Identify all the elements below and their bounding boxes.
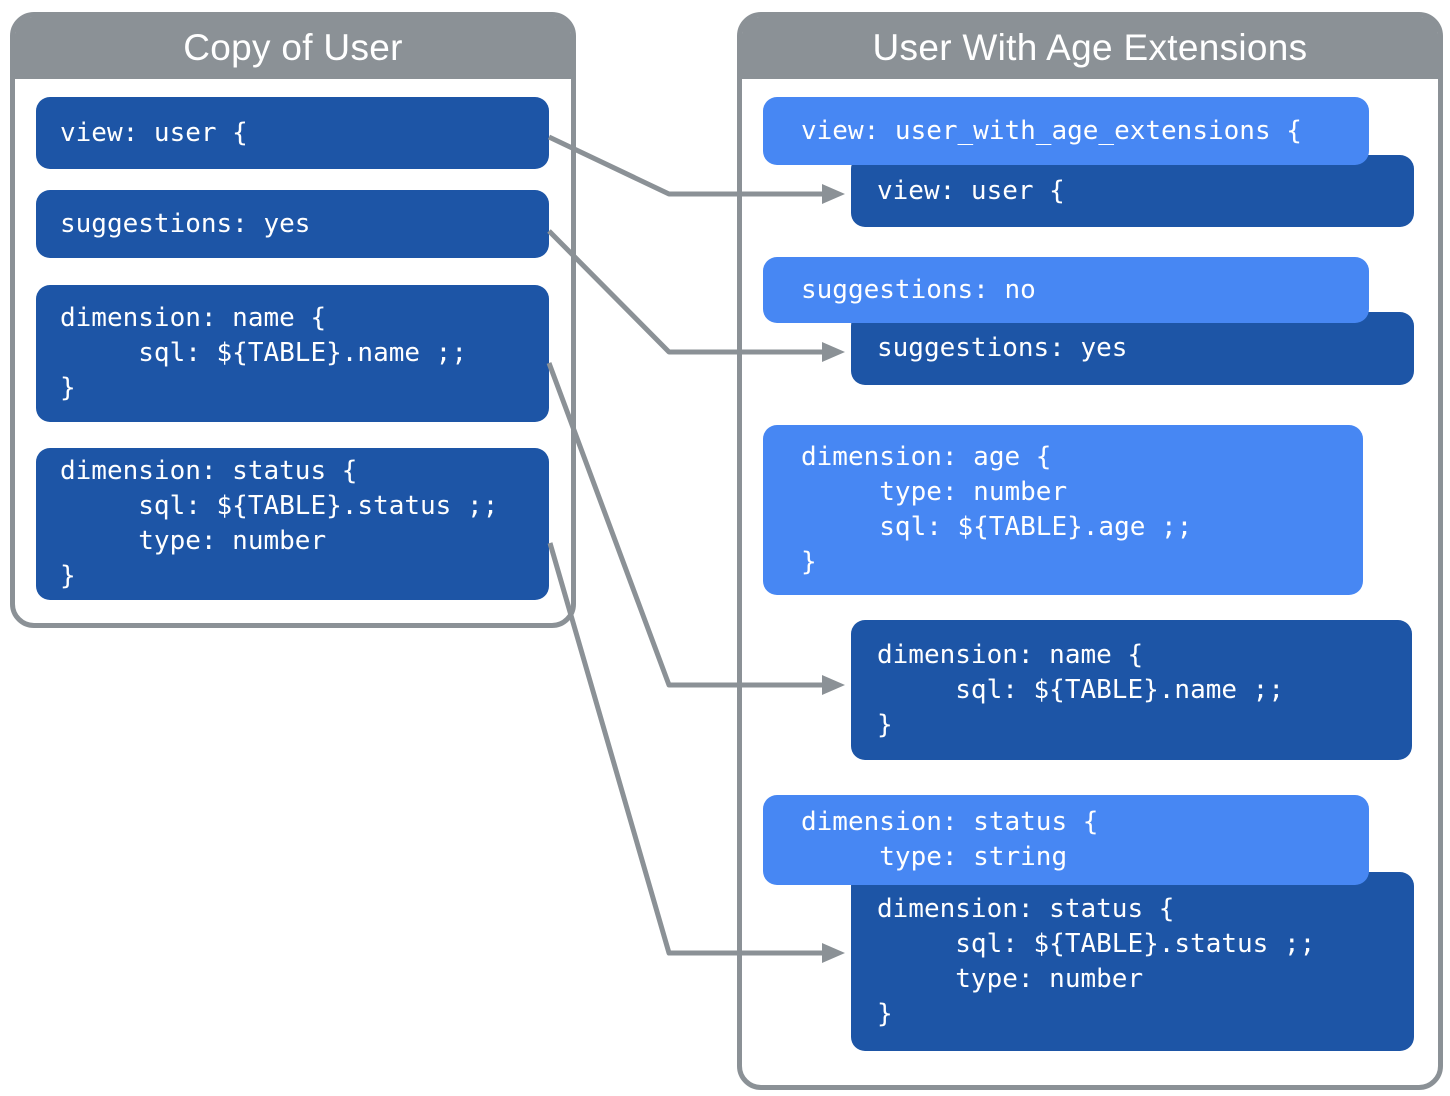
code-line: sql: ${TABLE}.name ;; — [60, 338, 467, 368]
code-box-base-dimension-name: dimension: name { sql: ${TABLE}.name ;; … — [851, 620, 1412, 760]
code-line: sql: ${TABLE}.status ;; — [877, 928, 1316, 959]
code-line: view: user { — [877, 175, 1065, 206]
code-line: sql: ${TABLE}.name ;; — [877, 674, 1284, 705]
code-line: dimension: status { — [60, 456, 358, 486]
code-line: type: string — [801, 842, 1068, 872]
code-line: sql: ${TABLE}.age ;; — [801, 512, 1193, 542]
code-line: } — [801, 547, 817, 577]
code-line: } — [60, 373, 76, 403]
code-box-dimension-status-refinement: dimension: status { type: string — [763, 795, 1369, 885]
code-box-base-view-user: view: user { — [851, 155, 1414, 227]
panel-title: Copy of User — [183, 27, 403, 68]
code-line: } — [877, 709, 893, 740]
code-box-dimension-name: dimension: name { sql: ${TABLE}.name ;; … — [36, 285, 549, 422]
code-box-base-dimension-status: dimension: status { sql: ${TABLE}.status… — [851, 872, 1414, 1051]
code-box-view-user-with-age-extensions: view: user_with_age_extensions { — [763, 97, 1369, 165]
code-line: type: number — [877, 963, 1144, 994]
code-line: } — [877, 998, 893, 1029]
code-line: dimension: name { — [877, 639, 1144, 670]
code-box-suggestions-yes: suggestions: yes — [36, 190, 549, 258]
code-box-dimension-age: dimension: age { type: number sql: ${TAB… — [763, 425, 1363, 595]
code-line: view: user_with_age_extensions { — [801, 115, 1302, 146]
panel-user-with-age-extensions: User With Age Extensions view: user { vi… — [737, 12, 1443, 1090]
code-line: type: number — [60, 526, 327, 556]
panel-header: Copy of User — [15, 17, 571, 79]
panel-header: User With Age Extensions — [742, 17, 1438, 79]
code-line: dimension: name { — [60, 303, 327, 333]
code-box-view-user: view: user { — [36, 97, 549, 169]
code-line: suggestions: no — [801, 274, 1036, 305]
panel-title: User With Age Extensions — [872, 27, 1308, 68]
code-line: type: number — [801, 477, 1068, 507]
code-line: dimension: status { — [877, 893, 1175, 924]
panel-copy-of-user: Copy of User view: user { suggestions: y… — [10, 12, 576, 628]
code-line: dimension: status { — [801, 807, 1099, 837]
code-line: view: user { — [60, 117, 248, 148]
code-line: suggestions: yes — [60, 208, 311, 239]
code-box-suggestions-no: suggestions: no — [763, 257, 1369, 323]
code-line: } — [60, 561, 76, 591]
code-box-base-suggestions-yes: suggestions: yes — [851, 312, 1414, 385]
code-line: suggestions: yes — [877, 333, 1128, 363]
code-line: dimension: age { — [801, 442, 1052, 472]
code-line: sql: ${TABLE}.status ;; — [60, 491, 499, 521]
code-box-dimension-status: dimension: status { sql: ${TABLE}.status… — [36, 448, 549, 600]
